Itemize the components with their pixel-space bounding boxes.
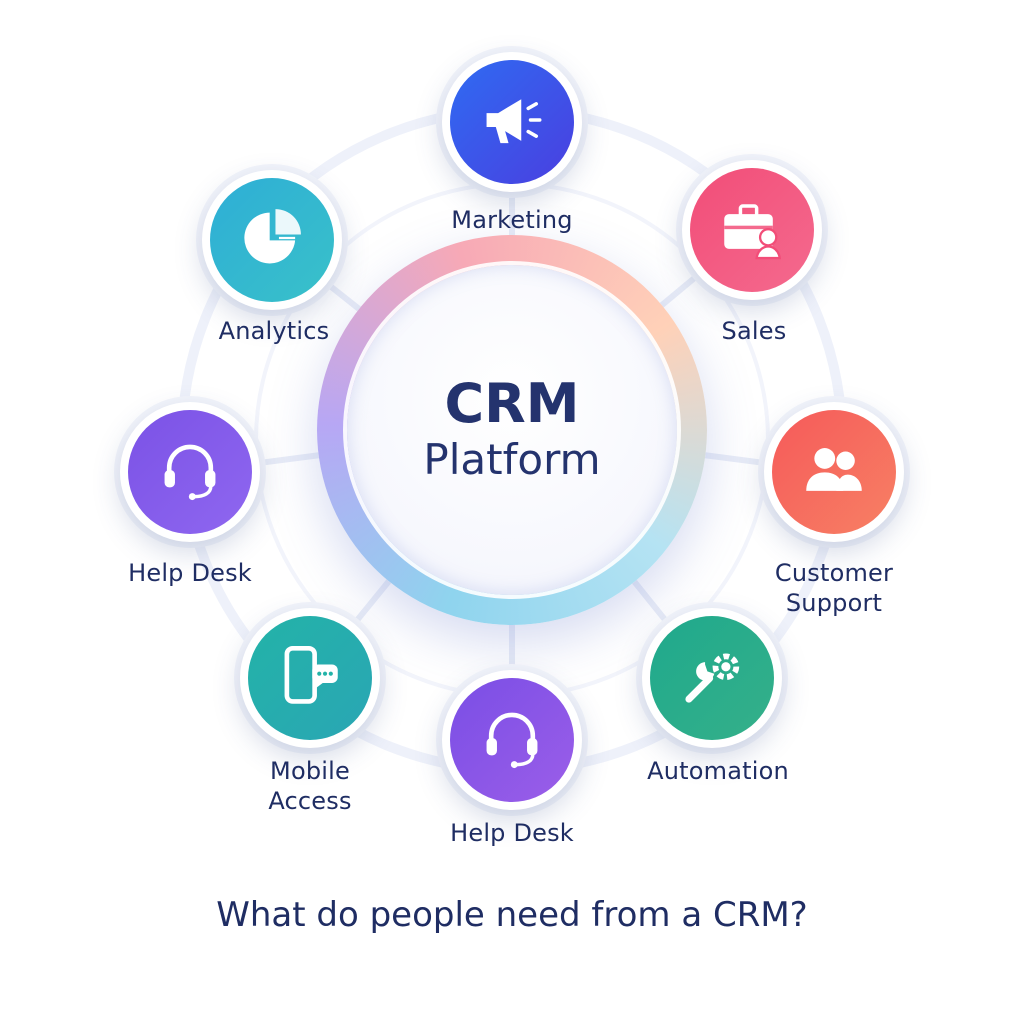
node-disc-analytics [210,178,334,302]
node-mobile-access [240,608,380,748]
node-help-desk-bottom [442,670,582,810]
label-line: Analytics [218,317,330,345]
node-disc-customer-support [772,410,896,534]
node-customer-support [764,402,904,542]
wrench-gear-icon [675,639,749,717]
node-automation [642,608,782,748]
node-disc-marketing [450,60,574,184]
node-disc-mobile-access [248,616,372,740]
node-disc-automation [650,616,774,740]
spoke-customer-support [704,452,761,466]
label-line: Help Desk [450,819,574,847]
node-marketing [442,52,582,192]
label-marketing: Marketing [451,205,572,235]
node-disc-help-desk-bottom [450,678,574,802]
node-disc-help-desk-left [128,410,252,534]
crm-platform-hub: CRM Platform [317,235,707,625]
label-line: Automation [647,757,789,785]
node-analytics [202,170,342,310]
label-sales: Sales [722,316,787,346]
hub-subtitle: Platform [423,435,601,484]
node-disc-sales [690,168,814,292]
label-help-desk-left: Help Desk [128,558,252,588]
label-analytics: Analytics [219,316,330,346]
label-line: Help Desk [128,559,252,587]
label-automation: Automation [647,756,789,786]
label-line: Marketing [451,206,573,234]
node-help-desk-left [120,402,260,542]
label-line: Support [785,589,883,617]
briefcase-user-icon [715,191,789,269]
phone-chat-icon [273,639,347,717]
label-line: Mobile [270,757,350,785]
spoke-help-desk-left [263,452,320,466]
spoke-sales [659,275,697,308]
headset-icon [153,433,227,511]
node-sales [682,160,822,300]
spoke-automation [632,579,668,622]
label-help-desk-bottom: Help Desk [450,818,574,848]
label-line: Sales [721,317,787,345]
question-caption: What do people need from a CRM? [216,895,808,935]
headset-icon [475,701,549,779]
hub-inner: CRM Platform [347,265,677,595]
label-line: Access [268,787,352,815]
megaphone-icon [475,83,549,161]
hub-title: CRM [444,372,580,435]
pie-chart-icon [235,201,309,279]
label-line: Customer [774,559,894,587]
users-icon [797,433,871,511]
spoke-mobile-access [355,579,392,622]
spoke-analytics [328,284,361,312]
